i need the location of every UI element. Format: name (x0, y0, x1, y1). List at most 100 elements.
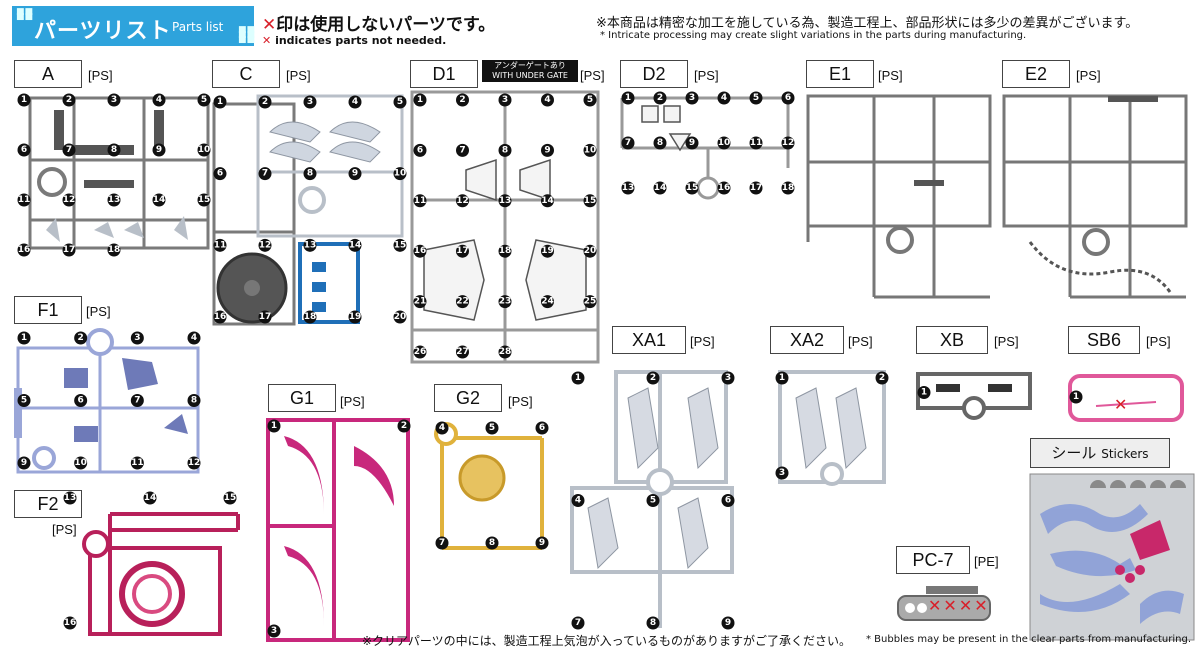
part-number-marker: 3 (303, 95, 317, 109)
cross-icon: ✕ (943, 596, 959, 615)
runner-material-xa1: [PS] (690, 334, 715, 349)
part-number-marker: 3 (685, 91, 699, 105)
part-number-marker: 1 (1069, 390, 1083, 404)
svg-text:3: 3 (725, 373, 731, 383)
part-number-marker: 1 (917, 386, 931, 399)
part-number-marker: 12 (258, 238, 272, 252)
part-number-marker: 5 (583, 93, 597, 107)
svg-text:13: 13 (622, 183, 635, 193)
part-number-marker: 1 (571, 371, 585, 385)
runner-material-xb: [PS] (994, 334, 1019, 349)
svg-text:15: 15 (198, 195, 211, 205)
notice-jp: ※本商品は精密な加工を施している為、製造工程上、部品形状には多少の差異がございま… (596, 16, 1139, 31)
part-number-marker: 1 (621, 91, 635, 105)
part-number-marker: 9 (535, 536, 549, 550)
part-number-marker: 6 (213, 167, 227, 181)
svg-text:5: 5 (650, 496, 656, 506)
part-number-marker: 14 (152, 193, 166, 207)
part-number-marker: 19 (541, 244, 554, 258)
svg-text:4: 4 (156, 95, 162, 105)
part-number-marker: 1 (413, 93, 427, 107)
part-number-marker: 13 (498, 194, 512, 208)
part-number-marker: 6 (535, 421, 549, 435)
svg-text:17: 17 (259, 312, 272, 322)
svg-text:12: 12 (259, 240, 272, 250)
part-number-marker: 12 (781, 136, 795, 150)
cross-icon: ✕ (262, 34, 272, 47)
part-number-marker: 6 (781, 91, 795, 105)
part-number-marker: 2 (258, 95, 272, 109)
svg-text:18: 18 (782, 183, 795, 193)
part-number-marker: 16 (717, 181, 731, 195)
svg-text:19: 19 (541, 246, 554, 256)
part-number-marker: 16 (17, 243, 31, 257)
svg-text:18: 18 (304, 312, 317, 322)
svg-text:24: 24 (541, 297, 554, 307)
svg-text:11: 11 (750, 138, 763, 148)
runner-material-e1: [PS] (878, 68, 903, 83)
part-number-marker: 10 (74, 456, 88, 470)
part-number-marker: 10 (717, 136, 731, 150)
part-number-marker: 4 (435, 421, 449, 435)
part-number-marker: 15 (393, 238, 407, 252)
svg-text:9: 9 (725, 618, 731, 628)
svg-text:5: 5 (489, 423, 495, 433)
part-number-marker: 4 (348, 95, 362, 109)
svg-text:14: 14 (349, 240, 362, 250)
part-number-marker: 19 (348, 310, 362, 324)
part-number-marker: 8 (498, 143, 512, 157)
runner-label-xa2: XA2 (770, 326, 844, 354)
svg-text:12: 12 (63, 195, 76, 205)
part-number-marker: 1 (775, 371, 789, 385)
runner-label-c: C (212, 60, 280, 88)
part-number-marker: 5 (197, 93, 211, 107)
svg-text:2: 2 (650, 373, 656, 383)
cross-icon: ✕ (958, 596, 975, 615)
svg-text:9: 9 (21, 458, 27, 468)
part-number-marker: 10 (393, 167, 407, 181)
runner-material-f1: [PS] (86, 304, 111, 319)
part-number-marker: 11 (130, 456, 144, 470)
svg-text:3: 3 (111, 95, 117, 105)
svg-text:21: 21 (414, 297, 427, 307)
part-number-marker: 9 (152, 143, 166, 157)
svg-text:3: 3 (307, 97, 313, 107)
svg-text:9: 9 (539, 538, 545, 548)
svg-text:19: 19 (349, 312, 362, 322)
svg-text:2: 2 (66, 95, 72, 105)
runner-material-xa2: [PS] (848, 334, 873, 349)
part-number-marker: 14 (143, 491, 157, 505)
svg-text:6: 6 (539, 423, 545, 433)
stickers-label: シール Stickers (1030, 438, 1170, 468)
part-number-marker: 12 (62, 193, 76, 207)
svg-text:17: 17 (456, 246, 469, 256)
svg-text:16: 16 (414, 246, 427, 256)
svg-text:26: 26 (414, 347, 427, 357)
svg-text:15: 15 (584, 196, 597, 206)
part-number-marker: 16 (63, 616, 77, 630)
svg-text:9: 9 (156, 145, 162, 155)
svg-text:10: 10 (394, 169, 407, 179)
svg-text:12: 12 (782, 138, 795, 148)
part-number-marker: 15 (197, 193, 211, 207)
svg-text:14: 14 (654, 183, 667, 193)
svg-text:16: 16 (18, 245, 31, 255)
runner-material-e2: [PS] (1076, 68, 1101, 83)
not-used-note: ✕印は使用しないパーツです。 (262, 10, 495, 35)
svg-text:5: 5 (201, 95, 207, 105)
part-number-marker: 4 (541, 93, 554, 107)
part-number-marker: 9 (541, 143, 554, 157)
svg-text:7: 7 (262, 169, 268, 179)
dots-decoration-icon: ■■■■ (16, 7, 34, 22)
svg-text:8: 8 (191, 396, 197, 406)
part-number-marker: 1 (17, 331, 31, 345)
runner-material-g1: [PS] (340, 394, 365, 409)
sticker-sheet-diagram (1029, 473, 1195, 641)
svg-text:4: 4 (439, 423, 445, 433)
svg-text:13: 13 (108, 195, 121, 205)
svg-text:6: 6 (785, 93, 791, 103)
runner-label-pc7: PC-7 (896, 546, 970, 574)
part-number-marker: 23 (498, 295, 512, 309)
stickers-label-jp: シール (1051, 444, 1097, 462)
title-en: Parts list (172, 20, 224, 34)
